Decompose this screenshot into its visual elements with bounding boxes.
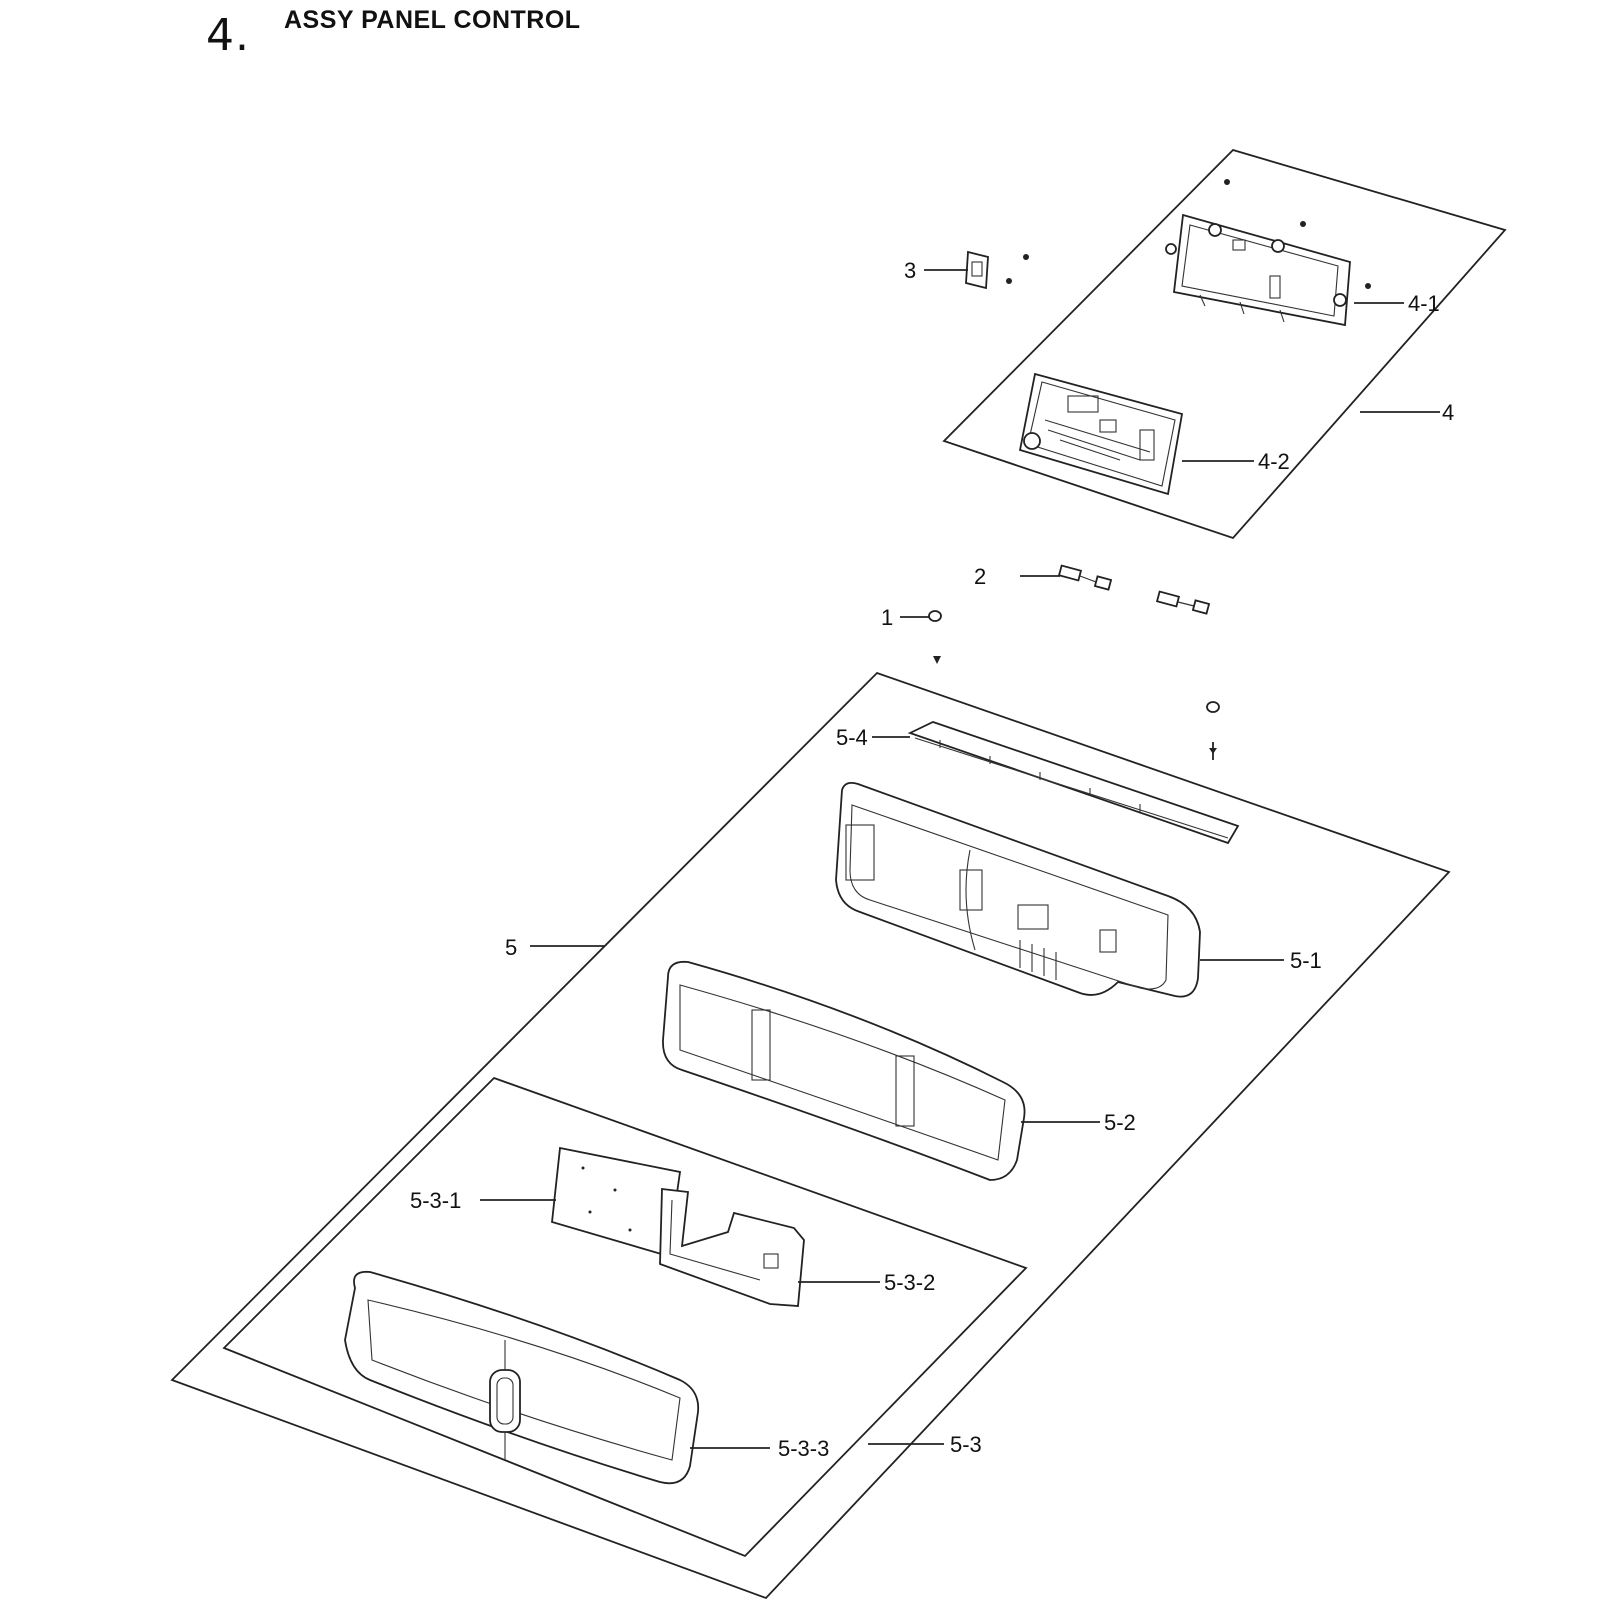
- part-2-harness: [1057, 564, 1211, 615]
- callout-5-3-2: 5-3-2: [884, 1270, 935, 1295]
- callout-5-4: 5-4: [836, 725, 868, 750]
- assembly-4-frame: [942, 148, 1507, 540]
- callout-5-3: 5-3: [950, 1432, 982, 1457]
- page-title: ASSY PANEL CONTROL: [284, 6, 581, 34]
- leader-lines: [480, 269, 1440, 1449]
- callout-5-3-1: 5-3-1: [410, 1188, 461, 1213]
- callout-1: 1: [881, 605, 893, 630]
- callout-5-3-3: 5-3-3: [778, 1436, 829, 1461]
- callout-4-2: 4-2: [1258, 449, 1290, 474]
- part-4-2-pcb: [1018, 372, 1184, 496]
- assembly-5-3-frame: [222, 1076, 1028, 1558]
- part-5-2-bezel: [662, 960, 1026, 1181]
- part-4-1-housing: [1165, 179, 1371, 327]
- callout-5-2: 5-2: [1104, 1110, 1136, 1135]
- part-5-4-trim: [907, 721, 1240, 845]
- part-1-screw: [928, 610, 1220, 760]
- callout-5-1: 5-1: [1290, 948, 1322, 973]
- assembly-5-frame: [170, 671, 1451, 1600]
- callout-4-1: 4-1: [1408, 291, 1440, 316]
- part-5-1-panel-body: [835, 781, 1201, 998]
- part-5-3-3-decor-frame: [344, 1270, 700, 1485]
- callout-3: 3: [904, 258, 916, 283]
- section-number: 4.: [206, 10, 250, 61]
- callout-4: 4: [1442, 400, 1454, 425]
- callout-2: 2: [974, 564, 986, 589]
- callout-5: 5: [505, 935, 517, 960]
- part-5-3-2-bracket: [659, 1187, 805, 1307]
- part-3-bracket: [965, 250, 1029, 290]
